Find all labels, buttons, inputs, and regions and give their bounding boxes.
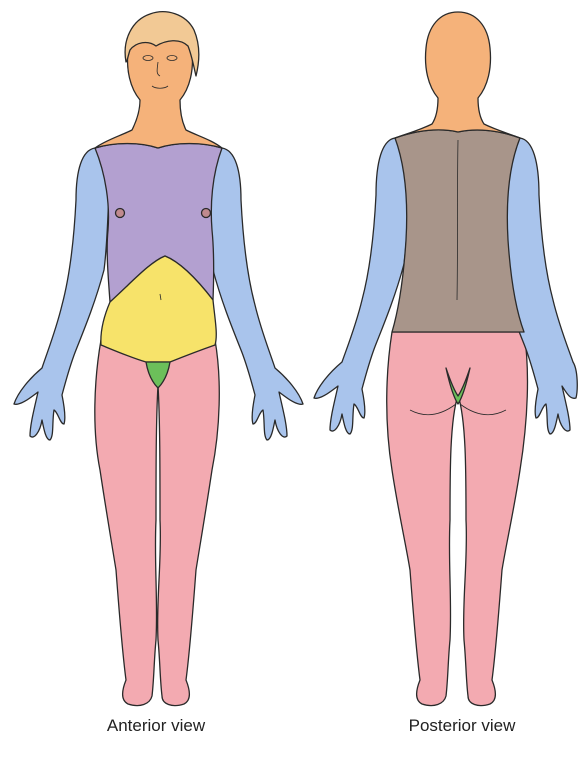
anterior-right-upper-limb-region bbox=[207, 148, 303, 440]
anterior-view-caption: Anterior view bbox=[56, 716, 256, 736]
anterior-lower-limb-region bbox=[95, 340, 219, 706]
anterior-figure bbox=[14, 12, 303, 706]
posterior-figure bbox=[314, 12, 577, 706]
posterior-head-neck-region bbox=[395, 12, 520, 138]
posterior-view-caption: Posterior view bbox=[362, 716, 562, 736]
posterior-lower-limb-region bbox=[387, 332, 528, 706]
